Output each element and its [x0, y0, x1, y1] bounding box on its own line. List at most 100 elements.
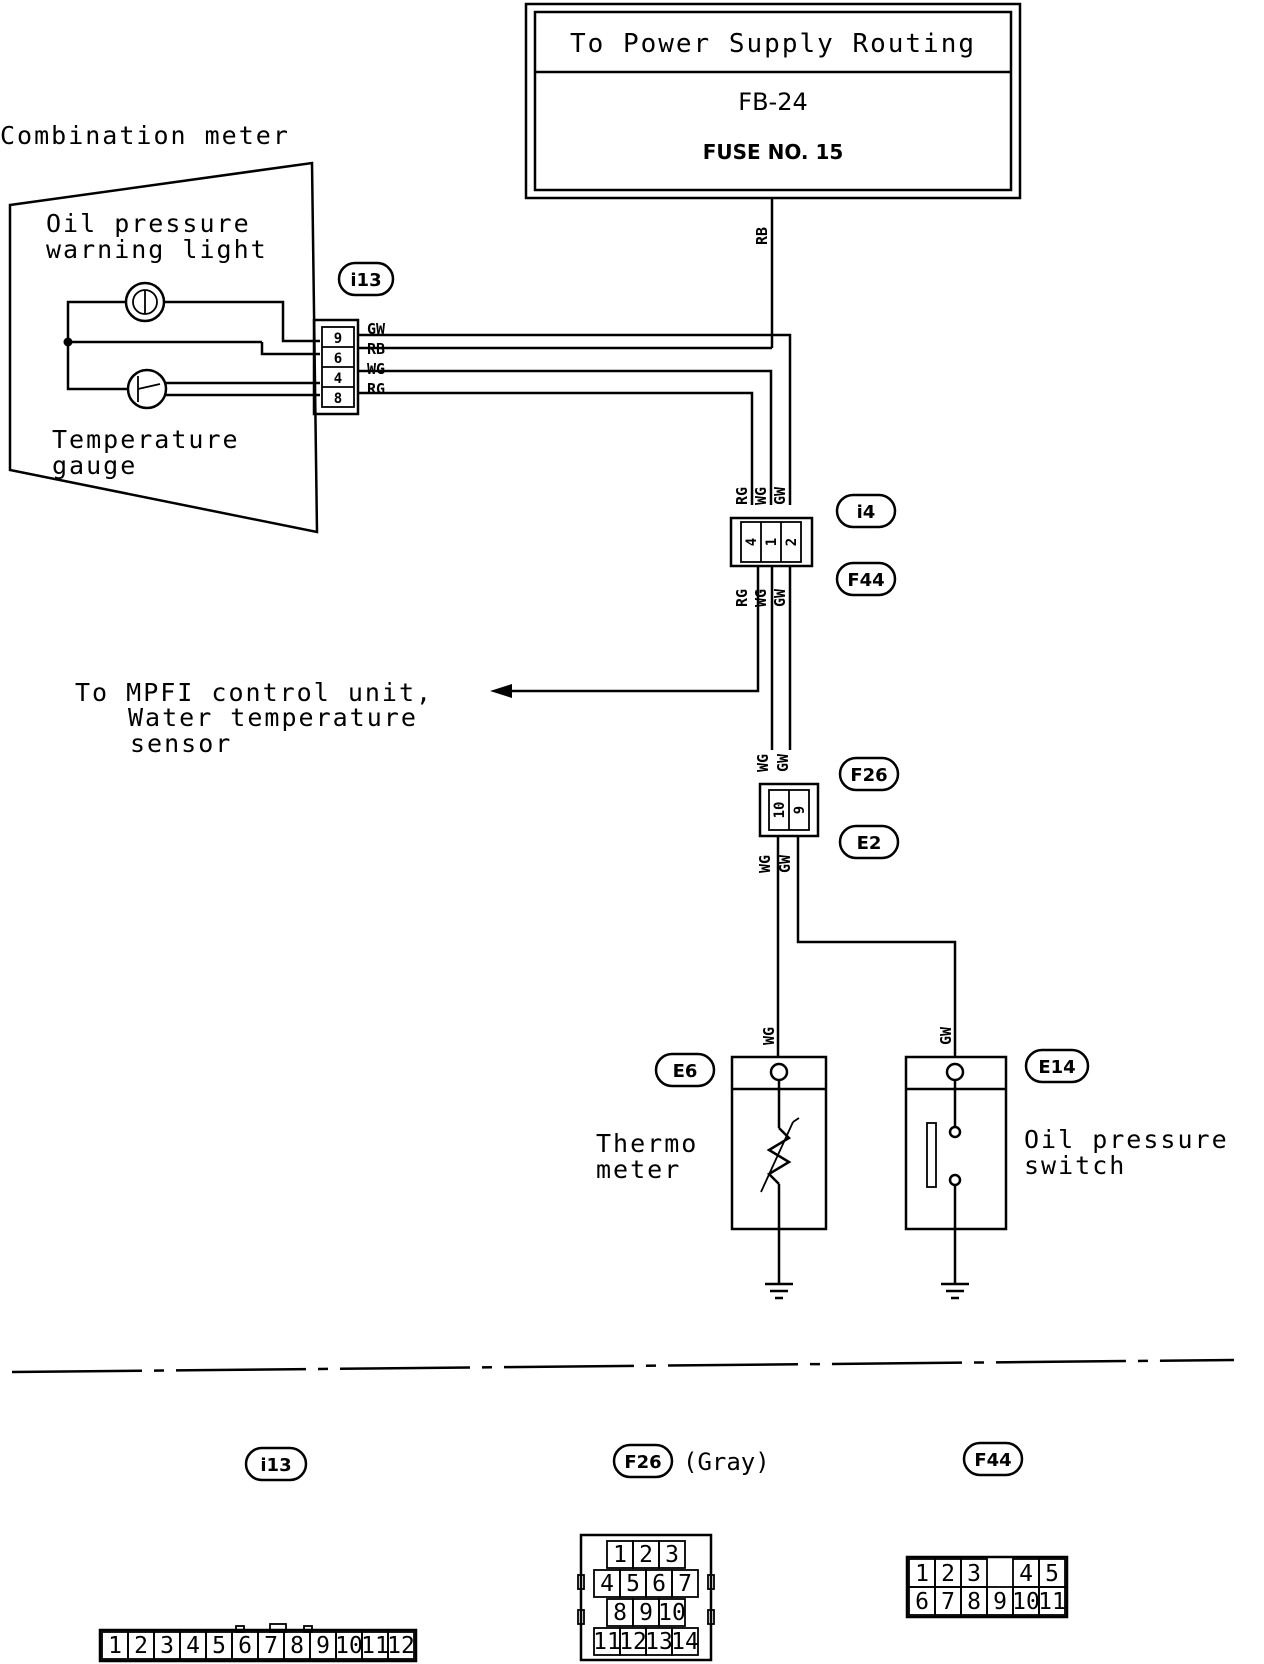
wire-label-gw: GW: [937, 1026, 955, 1045]
ground-icon: [941, 1282, 969, 1300]
connector-cell: 5: [205, 1631, 233, 1660]
connector-cell: 11: [593, 1627, 621, 1656]
connector-tag-f26: F26: [838, 756, 900, 792]
svg-text:sensor: sensor: [130, 729, 232, 758]
svg-text:5: 5: [212, 1633, 226, 1659]
connector-cell: 9: [986, 1586, 1014, 1616]
svg-text:3: 3: [665, 1542, 679, 1568]
wire-label: WG: [754, 754, 772, 772]
svg-text:10: 10: [1012, 1589, 1040, 1615]
svg-text:i13: i13: [350, 270, 381, 291]
legend-tag-f26: F26: [612, 1443, 674, 1479]
temp-gauge-label-line1: Temperature: [52, 425, 240, 454]
wire-label: GW: [771, 486, 789, 505]
svg-text:E2: E2: [857, 833, 882, 854]
i4-pin: 4: [744, 538, 760, 546]
oil-switch-label-line2: switch: [1024, 1151, 1126, 1180]
svg-text:6: 6: [652, 1571, 666, 1597]
connector-cell: 7: [934, 1586, 962, 1616]
svg-text:14: 14: [671, 1629, 699, 1655]
legend-tag-f44: F44: [962, 1441, 1024, 1477]
f26-pin: 10: [772, 802, 788, 819]
connector-cell: 2: [127, 1631, 155, 1660]
svg-text:E6: E6: [673, 1061, 698, 1082]
connector-cell: 6: [645, 1569, 673, 1598]
svg-text:1: 1: [613, 1542, 627, 1568]
connector-cell: 1: [606, 1540, 634, 1569]
connector-cell: 6: [908, 1586, 936, 1616]
connector-cell: 2: [632, 1540, 660, 1569]
connector-tag-e2: E2: [838, 824, 900, 860]
connector-cell: 2: [934, 1558, 962, 1588]
wire-label: GW: [776, 854, 794, 873]
harness-wires-lower: [505, 566, 792, 750]
svg-text:F44: F44: [847, 570, 884, 591]
connector-i4-f44: RG WG GW 4 1 2 i4 F44 RG WG GW: [729, 486, 897, 607]
thermo-label-line1: Thermo: [596, 1129, 698, 1158]
svg-text:7: 7: [678, 1571, 692, 1597]
connector-cell: 12: [619, 1627, 647, 1656]
legend-tag-i13: i13: [244, 1446, 308, 1482]
svg-text:10: 10: [335, 1633, 363, 1659]
svg-text:9: 9: [639, 1600, 653, 1626]
connector-cell: 1: [101, 1631, 129, 1660]
svg-text:8: 8: [967, 1589, 981, 1615]
svg-text:F44: F44: [974, 1450, 1011, 1471]
i13-pin: 4: [334, 371, 342, 387]
wire-label: WG: [367, 360, 385, 378]
i13-pin: 6: [334, 351, 342, 367]
svg-text:To MPFI control unit,: To MPFI control unit,: [75, 678, 433, 707]
wire-label: WG: [752, 589, 770, 607]
connector-cell: 8: [606, 1598, 634, 1627]
svg-text:Water temperature: Water temperature: [128, 703, 418, 732]
thermo-meter: E6 Thermo meter: [596, 1052, 828, 1300]
connector-cell: 3: [960, 1558, 988, 1588]
connector-cell: 4: [1012, 1558, 1040, 1588]
svg-text:1: 1: [108, 1633, 122, 1659]
connector-cell: 3: [658, 1540, 686, 1569]
svg-text:4: 4: [186, 1633, 200, 1659]
ground-icon: [765, 1282, 793, 1300]
connector-cell: 7: [257, 1631, 285, 1660]
svg-text:12: 12: [619, 1629, 647, 1655]
connector-cell: 9: [632, 1598, 660, 1627]
oil-warning-label-line1: Oil pressure: [46, 209, 251, 238]
harness-wires: [358, 198, 792, 505]
connector-tag-i13: i13: [337, 261, 395, 297]
i13-pin: 8: [334, 391, 342, 407]
svg-text:5: 5: [626, 1571, 640, 1597]
svg-text:11: 11: [1038, 1589, 1066, 1615]
svg-text:6: 6: [238, 1633, 252, 1659]
connector-cell: 7: [671, 1569, 699, 1598]
i13-pin: 9: [334, 331, 342, 347]
svg-text:12: 12: [387, 1633, 415, 1659]
connector-cell: 6: [231, 1631, 259, 1660]
connector-cell: 10: [335, 1631, 363, 1660]
f26-pin: 9: [792, 806, 808, 814]
connector-cell: 12: [387, 1631, 415, 1660]
svg-text:7: 7: [264, 1633, 278, 1659]
wire-label: GW: [367, 320, 386, 338]
svg-text:3: 3: [967, 1561, 981, 1587]
i4-pin: 2: [784, 538, 800, 546]
connector-cell: 11: [361, 1631, 389, 1660]
svg-text:4: 4: [1019, 1561, 1033, 1587]
fuse-number: FUSE NO. 15: [703, 140, 844, 164]
svg-text:6: 6: [915, 1589, 929, 1615]
power-supply-box: To Power Supply Routing FB-24 FUSE NO. 1…: [524, 2, 1022, 200]
connector-cell: 3: [153, 1631, 181, 1660]
wire-label: RG: [733, 589, 751, 607]
connector-tag-e6: E6: [654, 1052, 716, 1088]
connector-cell: 11: [1038, 1586, 1066, 1616]
connector-tag-f44: F44: [835, 561, 897, 597]
svg-text:9: 9: [993, 1589, 1007, 1615]
svg-text:i4: i4: [857, 502, 876, 523]
legend-f26-note: (Gray): [683, 1448, 770, 1476]
power-supply-title: To Power Supply Routing: [570, 29, 976, 59]
svg-text:9: 9: [316, 1633, 330, 1659]
meter-internal-wiring: [63, 300, 320, 397]
